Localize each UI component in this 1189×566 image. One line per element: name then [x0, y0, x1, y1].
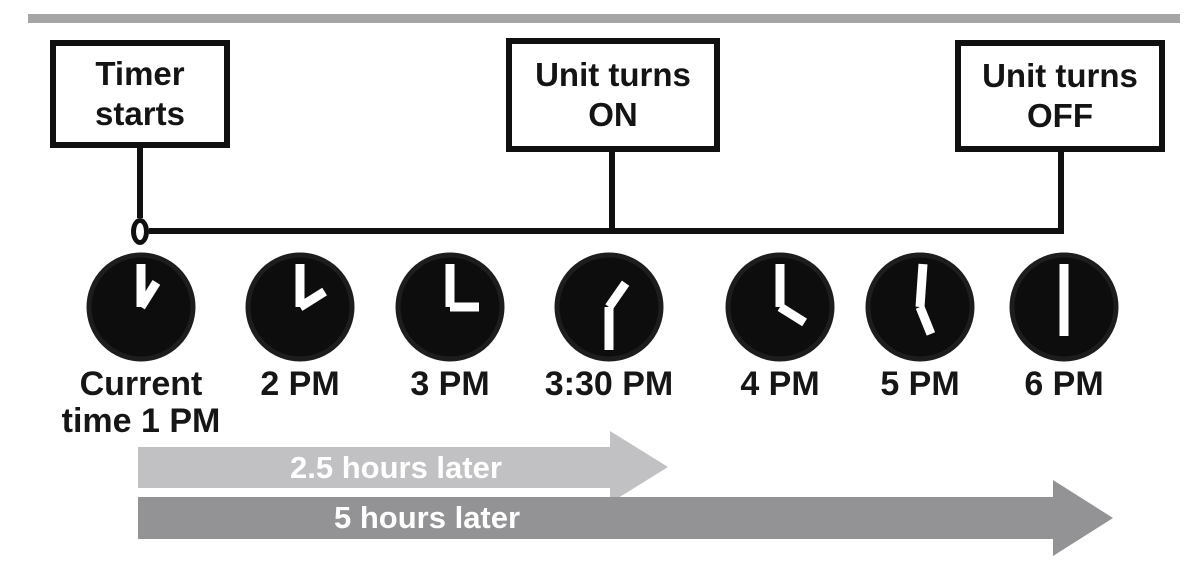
clock-icon	[245, 252, 355, 362]
open-circle-icon	[131, 218, 149, 245]
clock-icon	[865, 252, 975, 362]
connector-timer-starts	[137, 148, 143, 218]
clock-time-label: 5 PM	[810, 366, 1030, 403]
clock-time-label-line: Current	[79, 365, 203, 403]
clock-time-label: 4 PM	[670, 366, 890, 403]
arrow-head-icon	[1053, 480, 1113, 556]
clock-icon	[554, 252, 664, 362]
event-box-line: Timer	[95, 55, 185, 92]
event-box-timer-starts: Timer starts	[50, 40, 230, 148]
clock-time-label-line: 3 PM	[410, 365, 490, 403]
arrow-2-5-hours-later: 2.5 hours later	[138, 447, 610, 488]
clock-time-label: 2 PM	[190, 366, 410, 403]
arrow-head-icon	[610, 431, 668, 503]
event-box-line: starts	[95, 95, 185, 132]
clock-item: 2 PM	[190, 251, 410, 403]
clock-icon	[725, 252, 835, 362]
top-divider-bar	[28, 14, 1180, 23]
clock-time-label-line: 4 PM	[740, 365, 820, 403]
arrow-5-hours-later: 5 hours later	[138, 497, 1053, 539]
clock-time-label-line: 3:30 PM	[544, 365, 674, 403]
arrow-label: 5 hours later	[334, 500, 521, 535]
clock-icon	[395, 252, 505, 362]
timeline-line	[149, 228, 1064, 234]
event-box-line: ON	[588, 96, 638, 133]
event-box-line: Unit turns	[535, 56, 691, 93]
clock-time-label-line: time 1 PM	[61, 402, 221, 440]
clock-item: 3 PM	[340, 251, 560, 403]
clock-time-label-line: 6 PM	[1024, 365, 1104, 403]
clock-time-label-line: 2 PM	[260, 365, 340, 403]
clock-icon	[1009, 252, 1119, 362]
connector-unit-on	[609, 152, 615, 230]
clock-time-label: 6 PM	[954, 366, 1174, 403]
arrow-label: 2.5 hours later	[290, 449, 502, 485]
clock-time-label: 3:30 PM	[499, 366, 719, 403]
clock-time-label-line: 5 PM	[880, 365, 960, 403]
clock-item: 6 PM	[954, 251, 1174, 403]
clock-item: 5 PM	[810, 251, 1030, 403]
event-box-line: Unit turns	[982, 57, 1138, 94]
clock-item: 3:30 PM	[499, 251, 719, 403]
event-box-unit-turns-on: Unit turns ON	[506, 38, 720, 152]
connector-unit-off	[1058, 152, 1064, 234]
clock-time-label: 3 PM	[340, 366, 560, 403]
clock-icon	[86, 252, 196, 362]
event-box-unit-turns-off: Unit turns OFF	[955, 40, 1165, 152]
event-box-line: OFF	[1027, 97, 1093, 134]
clock-item: 4 PM	[670, 251, 890, 403]
